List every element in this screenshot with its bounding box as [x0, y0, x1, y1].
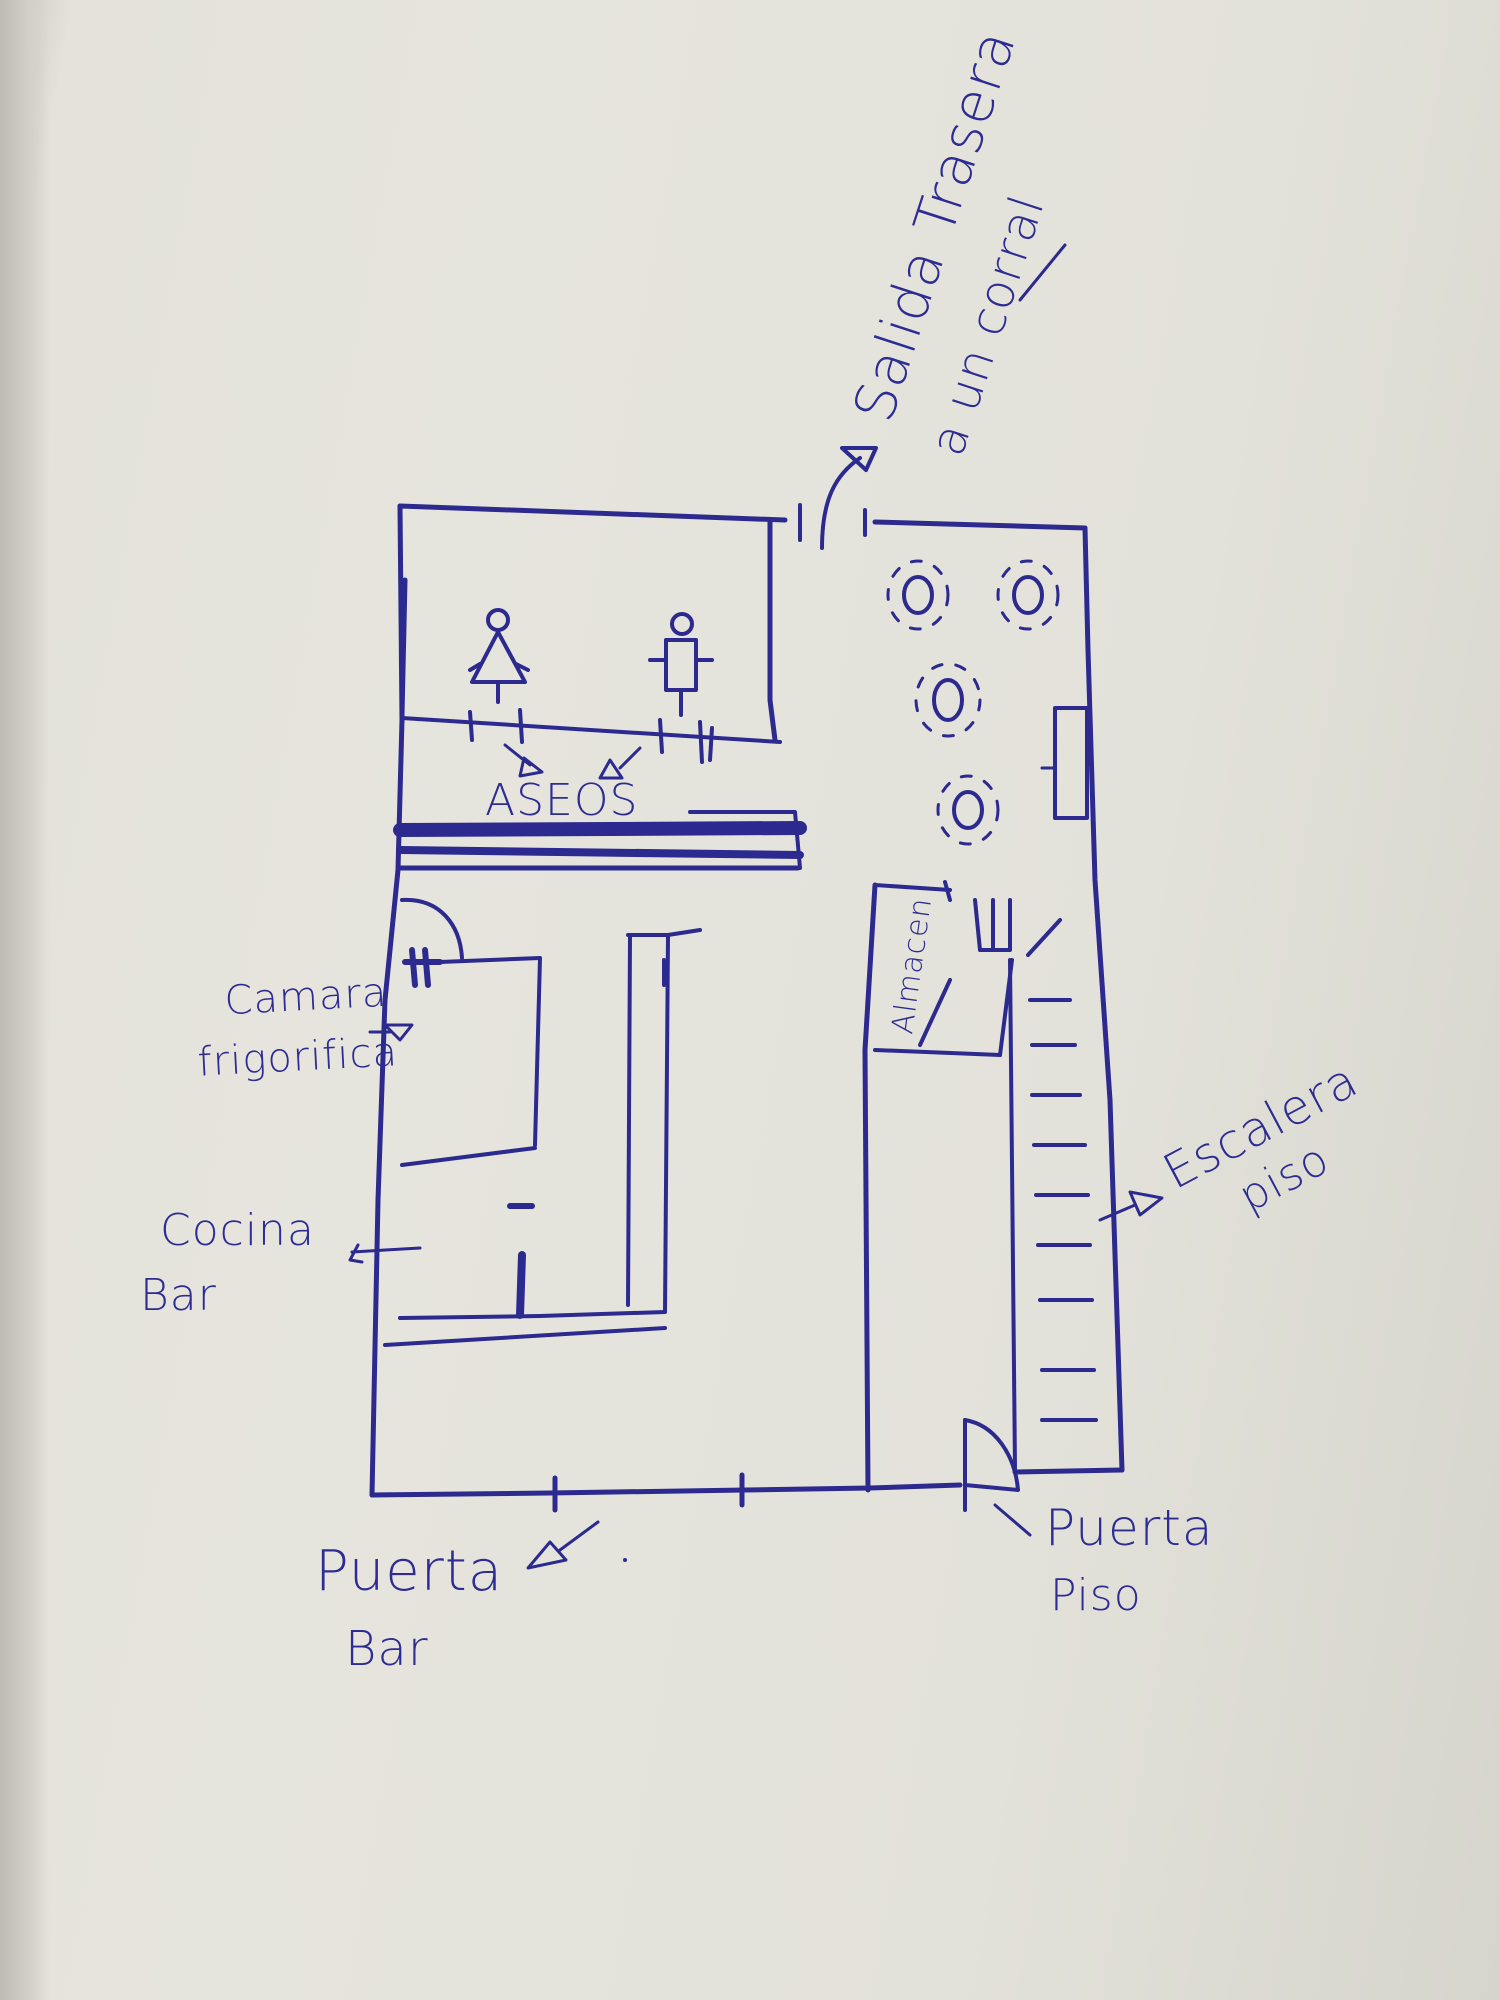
almacen-door-tick [943, 880, 952, 902]
kitchen-door-post [516, 1251, 526, 1319]
almacen-right-wall [998, 958, 1014, 1057]
wall-bench [1053, 706, 1089, 820]
bar-counter-inner [398, 928, 702, 1320]
aseos-arrow-2-head [598, 758, 624, 780]
stair-block-left-wall [862, 882, 878, 1493]
aseos-arrow-1-head [518, 756, 544, 778]
escalera-arrow-head [1128, 1190, 1164, 1217]
aseos-arrow-2-shaft [618, 746, 642, 770]
camara-bottom-wall [400, 1146, 537, 1167]
restrooms-block [393, 519, 807, 871]
restroom-front-wall [400, 716, 782, 744]
camara-wall [438, 956, 542, 1147]
right-wall [1082, 525, 1125, 1473]
thick-wall-outline [688, 810, 802, 870]
door-swing [963, 1418, 1020, 1492]
camara-door [402, 947, 443, 988]
almacen-label: Almacen [885, 895, 939, 1036]
cocina-label-line2: Bar [140, 1270, 217, 1321]
back-exit-door [798, 446, 878, 550]
top-wall-right [872, 519, 1088, 531]
restroom-door-ticks [468, 708, 714, 764]
puerta-piso-pointer [993, 1503, 1032, 1537]
thick-wall-shade [396, 846, 804, 859]
cocina-arrow-shaft [350, 1246, 422, 1254]
storage-and-stairs [862, 880, 1164, 1493]
female-restroom-icon [468, 608, 530, 704]
thick-wall [393, 821, 807, 837]
cocina-arrow-head [348, 1243, 364, 1264]
table [996, 559, 1060, 631]
almacen-bottom-wall [873, 1048, 1002, 1057]
bar-counter-outer [383, 1326, 667, 1347]
salida-label-group: Salida Trasera a un corral [841, 22, 1055, 462]
almacen-slash [918, 978, 952, 1047]
bottom-wall [369, 1482, 963, 1498]
ink-dot [623, 1558, 627, 1562]
table [886, 559, 950, 631]
bar-counter-inner-left [626, 933, 632, 1307]
stair-post [973, 898, 1012, 952]
stair-inner-wall [1008, 958, 1017, 1472]
puerta-piso-label-line1: Puerta [1045, 1499, 1214, 1557]
stair-diagonal [1026, 918, 1062, 957]
camara-arrow-head [383, 1023, 414, 1042]
camara-label-group: Camara frigorifica [197, 970, 400, 1086]
exit-arrow-shaft [820, 456, 862, 550]
puerta-bar-label-line1: Puerta [315, 1539, 503, 1604]
page-edge-shadow [0, 0, 50, 2000]
kitchen-bar-area [383, 897, 702, 1347]
stair-steps [1028, 998, 1098, 1422]
table [914, 662, 982, 738]
bottom-wall-right [1012, 1467, 1125, 1475]
puerta-bar-arrow-shaft [558, 1520, 600, 1552]
escalera-arrow-shaft [1098, 1203, 1137, 1222]
table [936, 774, 1000, 846]
camara-label-line1: Camara [223, 970, 388, 1024]
puerta-piso-label-line2: Piso [1050, 1570, 1142, 1621]
bar-entrance-door [526, 1472, 745, 1570]
aseos-arrow-1-shaft [503, 743, 532, 767]
tables-area [886, 559, 1089, 846]
restroom-left-wall-inner [399, 577, 408, 718]
salida-label-slash [1018, 243, 1067, 302]
apartment-door [963, 1418, 1032, 1537]
restroom-right-wall [767, 519, 778, 743]
exit-arrow-head [840, 446, 878, 472]
almacen-top-wall [873, 883, 952, 892]
camara-door-arc [400, 897, 464, 960]
top-wall-left [397, 503, 788, 523]
cocina-label-line1: Cocina [160, 1205, 315, 1256]
puerta-bar-label-line2: Bar [345, 1621, 429, 1677]
puerta-bar-arrow-head [526, 1540, 568, 1570]
escalera-label-group: Escalera piso [1154, 1052, 1367, 1222]
camara-label-line2: frigorifica [197, 1029, 400, 1085]
almacen-label-group: Almacen [885, 895, 939, 1036]
aseos-label: ASEOS [485, 775, 638, 826]
male-restroom-icon [648, 612, 714, 717]
